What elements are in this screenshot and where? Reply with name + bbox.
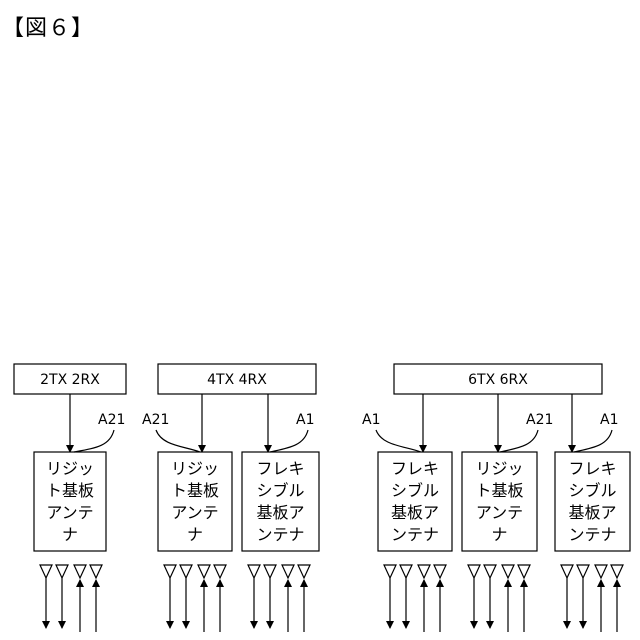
antenna-element-icon bbox=[40, 565, 52, 578]
antenna-elements bbox=[384, 565, 446, 632]
antenna-type-line: 基板ア bbox=[568, 503, 616, 522]
antenna-type-line: ンテナ bbox=[391, 525, 439, 544]
antenna-element-icon bbox=[56, 565, 68, 578]
antenna-type-line: リジッ bbox=[475, 459, 523, 478]
antenna-element-icon bbox=[198, 565, 210, 578]
ref-leader-line bbox=[500, 430, 538, 452]
antenna-type-line: リジッ bbox=[46, 459, 94, 478]
config-label: 2TX 2RX bbox=[40, 372, 100, 388]
antenna-elements bbox=[561, 565, 623, 632]
antenna-ref-label: A1 bbox=[362, 412, 380, 428]
ref-leader-line bbox=[376, 430, 421, 452]
config-label: 6TX 6RX bbox=[468, 372, 528, 388]
antenna-type-line: フレキ bbox=[256, 459, 304, 478]
antenna-ref-label: A21 bbox=[526, 412, 553, 428]
antenna-elements bbox=[248, 565, 310, 632]
antenna-type-line: アンテ bbox=[46, 503, 93, 522]
antenna-unit: リジット基板アンテナ A21 bbox=[142, 394, 232, 632]
antenna-ref-label: A1 bbox=[600, 412, 618, 428]
antenna-element-icon bbox=[180, 565, 192, 578]
antenna-element-icon bbox=[577, 565, 589, 578]
antenna-element-icon bbox=[434, 565, 446, 578]
antenna-element-icon bbox=[484, 565, 496, 578]
antenna-type-line: フレキ bbox=[568, 459, 616, 478]
antenna-element-icon bbox=[214, 565, 226, 578]
ref-leader-line bbox=[156, 430, 200, 452]
ref-leader-line bbox=[574, 430, 612, 452]
antenna-type-line: ナ bbox=[491, 525, 507, 544]
antenna-type-line: アンテ bbox=[476, 503, 523, 522]
antenna-type-line: シブル bbox=[568, 481, 616, 500]
antenna-type-line: ト基板 bbox=[171, 481, 219, 500]
antenna-element-icon bbox=[74, 565, 86, 578]
antenna-type-line: シブル bbox=[391, 481, 439, 500]
antenna-type-line: アンテ bbox=[171, 503, 218, 522]
antenna-element-icon bbox=[298, 565, 310, 578]
antenna-type-line: ナ bbox=[62, 525, 78, 544]
antenna-element-icon bbox=[264, 565, 276, 578]
antenna-element-icon bbox=[518, 565, 530, 578]
antenna-unit: フレキシブル基板アンテナ A1 bbox=[362, 394, 452, 632]
antenna-ref-label: A1 bbox=[296, 412, 314, 428]
antenna-type-line: フレキ bbox=[391, 459, 439, 478]
antenna-element-icon bbox=[561, 565, 573, 578]
antenna-type-line: 基板ア bbox=[256, 503, 304, 522]
antenna-element-icon bbox=[418, 565, 430, 578]
antenna-type-line: ナ bbox=[187, 525, 203, 544]
antenna-elements bbox=[40, 565, 102, 632]
antenna-element-icon bbox=[164, 565, 176, 578]
antenna-elements bbox=[164, 565, 226, 632]
config-label: 4TX 4RX bbox=[207, 372, 267, 388]
antenna-ref-label: A21 bbox=[98, 412, 125, 428]
ref-leader-line bbox=[270, 430, 308, 452]
config-group: 4TX 4RX リジット基板アンテナ A21 フレキシブル基板アンテナ A1 bbox=[142, 364, 319, 632]
antenna-element-icon bbox=[468, 565, 480, 578]
antenna-type-line: ト基板 bbox=[46, 481, 94, 500]
antenna-element-icon bbox=[90, 565, 102, 578]
antenna-type-line: ンテナ bbox=[256, 525, 304, 544]
antenna-type-line: リジッ bbox=[171, 459, 219, 478]
antenna-element-icon bbox=[384, 565, 396, 578]
config-group: 2TX 2RX リジット基板アンテナ A21 bbox=[14, 364, 126, 632]
antenna-unit: リジット基板アンテナ A21 bbox=[34, 394, 125, 632]
antenna-elements bbox=[468, 565, 530, 632]
ref-leader-line bbox=[74, 430, 114, 452]
antenna-element-icon bbox=[502, 565, 514, 578]
antenna-element-icon bbox=[611, 565, 623, 578]
antenna-type-line: ト基板 bbox=[475, 481, 523, 500]
antenna-unit: フレキシブル基板アンテナ A1 bbox=[242, 394, 319, 632]
antenna-element-icon bbox=[248, 565, 260, 578]
antenna-unit: フレキシブル基板アンテナ A1 bbox=[555, 394, 630, 632]
antenna-ref-label: A21 bbox=[142, 412, 169, 428]
config-group: 6TX 6RXフレキシブル基板アンテナA1リジット基板アンテナA21フレキシブル… bbox=[362, 364, 630, 632]
antenna-type-line: シブル bbox=[256, 481, 304, 500]
antenna-unit: リジット基板アンテナ A21 bbox=[462, 394, 553, 632]
antenna-type-line: 基板ア bbox=[391, 503, 439, 522]
antenna-element-icon bbox=[400, 565, 412, 578]
antenna-element-icon bbox=[282, 565, 294, 578]
antenna-element-icon bbox=[595, 565, 607, 578]
antenna-type-line: ンテナ bbox=[568, 525, 616, 544]
